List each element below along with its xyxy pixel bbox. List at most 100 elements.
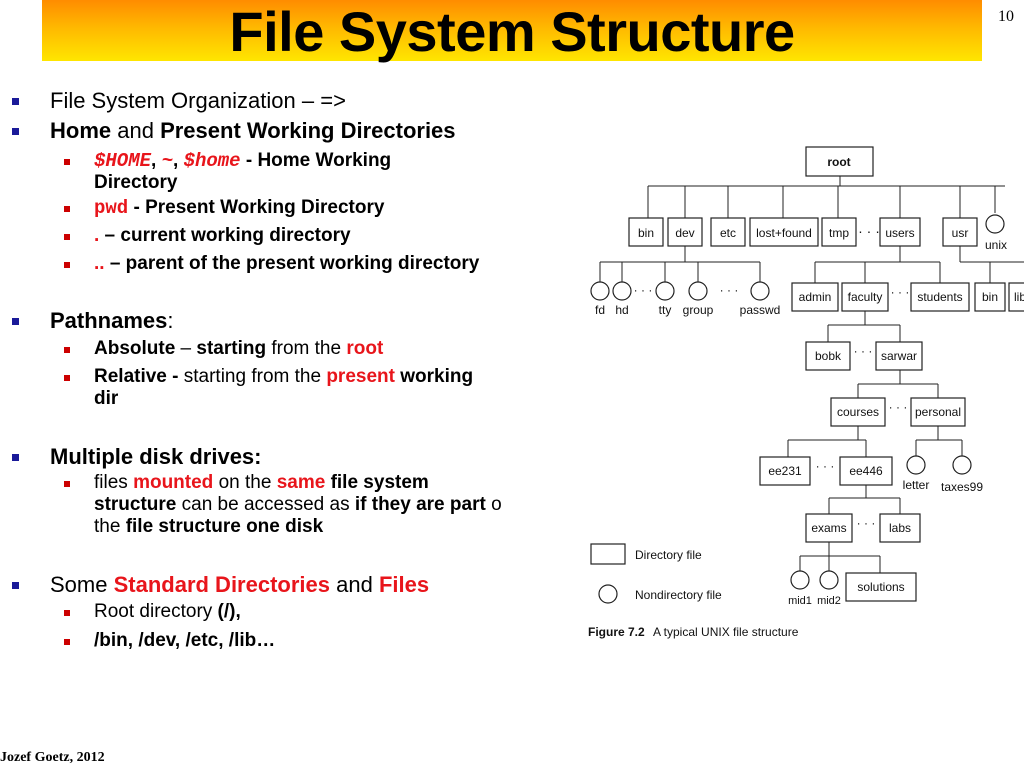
bullet-square bbox=[12, 318, 19, 325]
label-labs: labs bbox=[889, 521, 911, 535]
file-circle-fd bbox=[590, 281, 610, 301]
file-circle-letter bbox=[906, 455, 926, 475]
dir-box-lost-found bbox=[749, 217, 819, 247]
dir-box-ee231 bbox=[759, 456, 811, 486]
text-from-the: from the bbox=[266, 338, 347, 359]
label-root: root bbox=[827, 155, 850, 169]
legend-nondir-circle bbox=[598, 584, 618, 604]
label-lib: lib bbox=[1014, 290, 1024, 304]
dir-box-bin2 bbox=[974, 282, 1006, 312]
ellipsis: · · · bbox=[634, 283, 653, 297]
label-students: students bbox=[917, 290, 962, 304]
ellipsis: · · · bbox=[816, 459, 835, 473]
label-passwd: passwd bbox=[740, 303, 781, 317]
slide-content: File System Organization – => Home and P… bbox=[12, 88, 594, 652]
label-ee231: ee231 bbox=[768, 464, 802, 478]
dir-box-tmp bbox=[821, 217, 857, 247]
dir-box-sarwar bbox=[875, 341, 923, 371]
label-dev: dev bbox=[675, 226, 694, 240]
file-circle-unix bbox=[985, 214, 1005, 234]
text-structure: structure bbox=[94, 494, 177, 515]
sub-bullet bbox=[64, 481, 70, 487]
text-starting-from: starting from the bbox=[178, 366, 327, 387]
text-dir: dir bbox=[94, 388, 119, 409]
dir-box-personal bbox=[910, 397, 966, 427]
sub-bullet-relative: Relative - starting from the present wor… bbox=[94, 366, 473, 410]
label-admin: admin bbox=[799, 290, 832, 304]
dir-box-etc bbox=[710, 217, 746, 247]
sub-bullet-absolute: Absolute – starting from the root bbox=[94, 338, 383, 360]
text-on-the: on the bbox=[213, 472, 277, 493]
sym-dotdot: .. bbox=[94, 253, 105, 274]
label-etc: etc bbox=[720, 226, 736, 240]
text-and2: and bbox=[330, 572, 379, 597]
text-absolute: Absolute bbox=[94, 338, 176, 359]
sub-bullet bbox=[64, 262, 70, 268]
ellipsis: · · · bbox=[889, 400, 908, 414]
sub-bullet bbox=[64, 347, 70, 353]
sub-bullet bbox=[64, 639, 70, 645]
sub-bullet bbox=[64, 159, 70, 165]
text-pwd-dirs: Present Working Directories bbox=[160, 118, 456, 143]
label-mid2: mid2 bbox=[817, 595, 841, 607]
text-mounted: mounted bbox=[133, 472, 214, 493]
text-file-system: file system bbox=[325, 472, 429, 493]
file-circle-mid2 bbox=[819, 570, 839, 590]
text-files: files bbox=[94, 472, 134, 493]
file-circle-mid1 bbox=[790, 570, 810, 590]
unix-tree-figure: root bin dev etc lost+found tmp users us… bbox=[588, 146, 1024, 639]
sym-dot: . bbox=[94, 225, 100, 246]
dir-box-solutions bbox=[845, 572, 917, 602]
dir-box-exams bbox=[805, 513, 853, 543]
colon: : bbox=[167, 308, 174, 333]
text-starting: starting bbox=[196, 338, 267, 359]
label-letter: letter bbox=[903, 478, 930, 492]
bullet-text: File System Organization – => bbox=[50, 88, 346, 113]
dir-box-students bbox=[910, 282, 970, 312]
text-bin-dev: /bin, /dev, /etc, /lib… bbox=[94, 630, 276, 651]
text-can-be-accessed: can be accessed as bbox=[176, 494, 355, 515]
text-slash: (/), bbox=[217, 601, 241, 622]
label-fd: fd bbox=[595, 303, 605, 317]
label-users: users bbox=[885, 226, 914, 240]
cmd-pwd: pwd bbox=[94, 197, 129, 219]
label-bobk: bobk bbox=[815, 349, 842, 363]
sub-bullet bbox=[64, 610, 70, 616]
text-home-working: - Home Working bbox=[240, 150, 392, 171]
bullet-home-pwd: Home and Present Working Directories bbox=[50, 118, 456, 144]
label-tmp: tmp bbox=[829, 226, 849, 240]
bullet-disk-drives: Multiple disk drives: bbox=[50, 444, 262, 470]
text-present: present bbox=[326, 366, 395, 387]
text-pathnames: Pathnames bbox=[50, 308, 168, 333]
label-faculty: faculty bbox=[848, 290, 883, 304]
file-circle-passwd bbox=[750, 281, 770, 301]
label-sarwar: sarwar bbox=[881, 349, 917, 363]
legend-dir-box bbox=[590, 543, 626, 565]
dir-box-labs bbox=[879, 513, 921, 543]
label-solutions: solutions bbox=[857, 580, 904, 594]
bullet-square bbox=[12, 98, 19, 105]
page-number: 10 bbox=[998, 8, 1014, 25]
label-lost-found: lost+found bbox=[756, 226, 812, 240]
sub-bullet-pwd: pwd - Present Working Directory bbox=[94, 197, 384, 219]
sub-bullet-bin-dev: /bin, /dev, /etc, /lib… bbox=[94, 630, 275, 652]
text-relative: Relative - bbox=[94, 366, 179, 387]
text-the: the bbox=[94, 516, 126, 537]
dir-box-faculty bbox=[841, 282, 889, 312]
label-hd: hd bbox=[615, 303, 628, 317]
label-mid1: mid1 bbox=[788, 595, 812, 607]
label-bin2: bin bbox=[982, 290, 998, 304]
ellipsis: · · · bbox=[858, 223, 880, 239]
comma: , bbox=[151, 150, 162, 171]
label-personal: personal bbox=[915, 405, 961, 419]
sub-bullet bbox=[64, 375, 70, 381]
file-circle-group bbox=[688, 281, 708, 301]
label-taxes99: taxes99 bbox=[941, 480, 983, 494]
figure-caption-text: A typical UNIX file structure bbox=[653, 625, 799, 639]
legend-nondir-label: Nondirectory file bbox=[635, 588, 722, 602]
label-bin: bin bbox=[638, 226, 654, 240]
figure-caption-label: Figure 7.2 bbox=[588, 625, 645, 639]
slide-title-bar: File System Structure bbox=[42, 0, 982, 63]
